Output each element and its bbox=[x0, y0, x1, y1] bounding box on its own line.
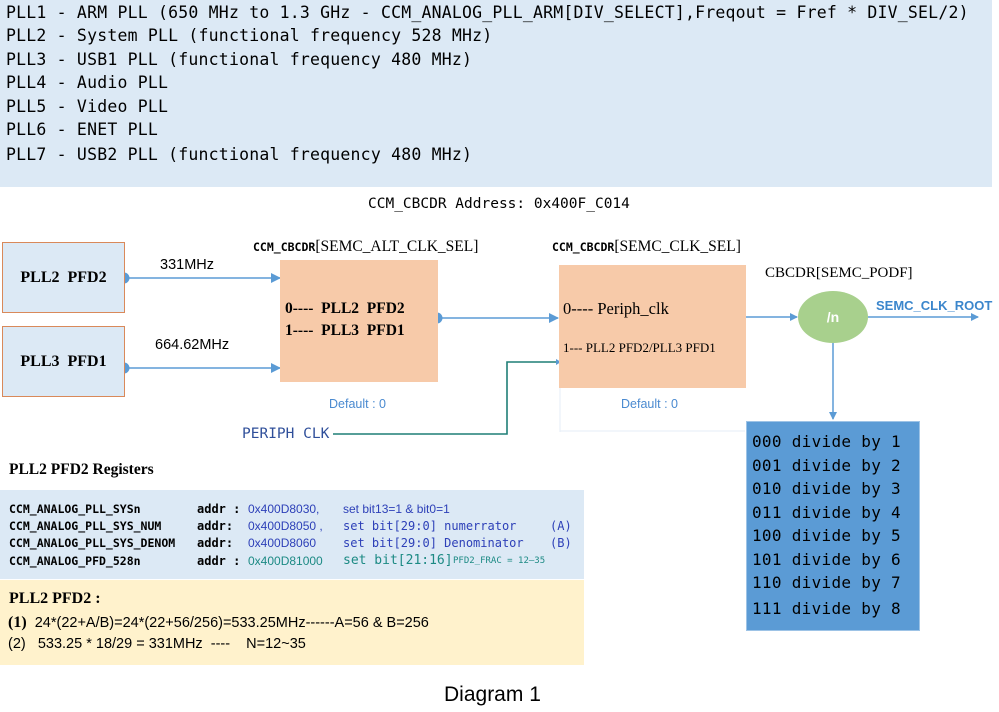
divide-row: 111 divide by 8 bbox=[752, 599, 901, 618]
mux-option: 1---- PLL3 PFD1 bbox=[285, 322, 405, 339]
calculation-text: 24*(22+A/B)=24*(22+56/256)=533.25MHz----… bbox=[34, 615, 429, 631]
semc-clk-sel-mux: 0---- Periph_clk 1--- PLL2 PFD2/PLL3 PFD… bbox=[559, 265, 746, 388]
register-name: CCM_ANALOG_PLL_SYS_DENOM bbox=[9, 536, 176, 550]
register-name: CCM_CBCDR bbox=[253, 240, 316, 254]
pll-list-item: PLL1 - ARM PLL (650 MHz to 1.3 GHz - CCM… bbox=[6, 3, 969, 22]
pll-list-item: PLL7 - USB2 PLL (functional frequency 48… bbox=[6, 145, 473, 164]
freq-label-pll3-pfd1: 664.62MHz bbox=[155, 337, 230, 353]
source-label: PLL2 PFD2 bbox=[20, 268, 107, 286]
divide-row: 001 divide by 2 bbox=[752, 456, 901, 475]
mux-option: 1--- PLL2 PFD2/PLL3 PFD1 bbox=[563, 340, 716, 355]
divider-symbol: /n bbox=[826, 309, 840, 325]
diagram-caption: Diagram 1 bbox=[444, 683, 541, 706]
mux-option: 0---- PLL2 PFD2 bbox=[285, 300, 405, 317]
register-name: CCM_ANALOG_PLL_SYS_NUM bbox=[9, 519, 162, 533]
register-description: set bit[29:0] numerrator bbox=[343, 519, 517, 533]
register-note: PFD2_FRAC = 12—35 bbox=[453, 556, 546, 566]
register-description: set bit[29:0] Denominator bbox=[343, 536, 524, 550]
cbcdr-address-title: CCM_CBCDR Address: 0x400F_C014 bbox=[368, 196, 630, 212]
pll-list-item: PLL5 - Video PLL bbox=[6, 97, 169, 116]
register-description: set bit13=1 & bit0=1 bbox=[343, 502, 450, 516]
register-name: CCM_CBCDR bbox=[552, 240, 615, 254]
pll-list-item: PLL6 - ENET PLL bbox=[6, 120, 159, 139]
divide-row: 100 divide by 5 bbox=[752, 526, 901, 545]
divider-node: /n bbox=[798, 291, 868, 343]
semc-clk-root-label: SEMC_CLK_ROOT bbox=[876, 298, 993, 313]
register-tag: (B) bbox=[550, 536, 572, 550]
source-pll3-pfd1: PLL3 PFD1 bbox=[2, 326, 125, 397]
calculation-line: (1) 24*(22+A/B)=24*(22+56/256)=533.25MHz… bbox=[8, 614, 429, 632]
register-field: [SEMC_ALT_CLK_SEL] bbox=[315, 238, 479, 255]
addr-label: addr : bbox=[197, 502, 241, 516]
wire-periph-clk bbox=[333, 361, 556, 435]
register-address: 0x400D8030, bbox=[248, 502, 320, 516]
register-field: [SEMC_CLK_SEL] bbox=[614, 238, 741, 255]
source-label: PLL3 PFD1 bbox=[20, 352, 107, 370]
register-tag: (A) bbox=[550, 519, 572, 533]
addr-label: addr: bbox=[197, 536, 234, 550]
divide-row: 110 divide by 7 bbox=[752, 573, 901, 592]
clk-mux-register-label: CCM_CBCDR[SEMC_CLK_SEL] bbox=[552, 238, 741, 256]
clk-mux-default: Default : 0 bbox=[621, 397, 678, 411]
divide-table: 000 divide by 1 001 divide by 2 010 divi… bbox=[746, 421, 920, 631]
divide-row: 010 divide by 3 bbox=[752, 479, 901, 498]
freq-label-pll2-pfd2: 331MHz bbox=[160, 257, 214, 273]
registers-title: PLL2 PFD2 Registers bbox=[9, 461, 154, 478]
calculation-num: (1) bbox=[8, 614, 27, 631]
calculation-text: 533.25 * 18/29 = 331MHz ---- N=12~35 bbox=[37, 636, 306, 652]
register-address: 0x400D8060 bbox=[248, 536, 317, 550]
register-description: set bit[21:16] bbox=[343, 553, 453, 568]
source-pll2-pfd2: PLL2 PFD2 bbox=[2, 242, 125, 313]
register-address: 0x400D8050 , bbox=[248, 519, 323, 533]
pll-list-panel: PLL1 - ARM PLL (650 MHz to 1.3 GHz - CCM… bbox=[0, 0, 992, 187]
semc-podf-label: CBCDR[SEMC_PODF] bbox=[765, 265, 913, 281]
mux-option: 0---- Periph_clk bbox=[563, 299, 669, 318]
registers-panel: CCM_ANALOG_PLL_SYSn addr : 0x400D8030, s… bbox=[0, 490, 584, 579]
periph-clk-label: PERIPH CLK bbox=[242, 426, 330, 442]
calculation-title: PLL2 PFD2 : bbox=[9, 590, 101, 607]
pll-list-item: PLL4 - Audio PLL bbox=[6, 73, 169, 92]
pll-list-item: PLL3 - USB1 PLL (functional frequency 48… bbox=[6, 50, 473, 69]
addr-label: addr : bbox=[197, 554, 241, 568]
divide-row: 000 divide by 1 bbox=[752, 432, 901, 451]
semc-alt-clk-sel-mux: 0---- PLL2 PFD2 1---- PLL3 PFD1 bbox=[280, 260, 438, 382]
calculation-line: (2) 533.25 * 18/29 = 331MHz ---- N=12~35 bbox=[8, 636, 306, 652]
register-name: CCM_ANALOG_PLL_SYSn bbox=[9, 502, 141, 516]
calculation-num: (2) bbox=[8, 636, 26, 652]
pll-list-item: PLL2 - System PLL (functional frequency … bbox=[6, 26, 493, 45]
alt-mux-register-label: CCM_CBCDR[SEMC_ALT_CLK_SEL] bbox=[253, 238, 478, 256]
addr-label: addr: bbox=[197, 519, 234, 533]
alt-mux-default: Default : 0 bbox=[329, 397, 386, 411]
register-name: CCM_ANALOG_PFD_528n bbox=[9, 554, 141, 568]
calculation-panel: PLL2 PFD2 : (1) 24*(22+A/B)=24*(22+56/25… bbox=[0, 580, 584, 665]
divide-row: 011 divide by 4 bbox=[752, 503, 901, 522]
divide-row: 101 divide by 6 bbox=[752, 550, 901, 569]
register-address: 0x400D81000 bbox=[248, 554, 323, 568]
